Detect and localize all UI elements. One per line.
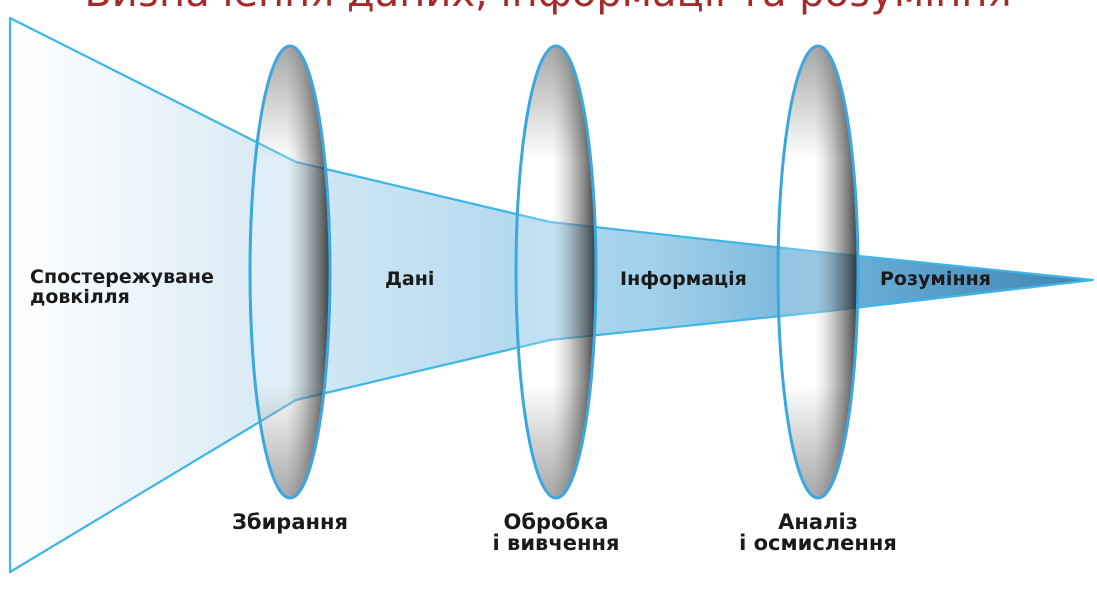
lens-analysis xyxy=(776,44,860,500)
stage-processing-line-1: Обробка xyxy=(503,510,609,534)
stage-label-analysis: Аналіз і осмислення xyxy=(718,512,918,554)
lens-processing xyxy=(514,44,598,500)
zone-label-data: Дані xyxy=(385,268,435,290)
stage-collecting-line-1: Збирання xyxy=(231,510,348,534)
stage-processing-line-2: і вивчення xyxy=(492,531,620,555)
zone-label-information: Інформація xyxy=(620,268,747,290)
zone-label-environment: Спостережуване довкілля xyxy=(30,266,214,308)
zone-data-line-1: Дані xyxy=(385,268,435,290)
stage-analysis-line-2: і осмислення xyxy=(739,531,897,555)
stage-analysis-line-1: Аналіз xyxy=(778,510,858,534)
stage-label-processing: Обробка і вивчення xyxy=(456,512,656,554)
lens-collecting xyxy=(248,44,332,500)
zone-environment-line-2: довкілля xyxy=(30,285,130,308)
zone-label-understanding: Розуміння xyxy=(880,268,991,290)
zone-understanding-line-1: Розуміння xyxy=(880,268,991,290)
title-fragment: Визначення даних, інформації та розумінн… xyxy=(84,0,1011,16)
zone-information-line-1: Інформація xyxy=(620,268,747,290)
zone-environment-line-1: Спостережуване xyxy=(30,266,214,288)
stage-label-collecting: Збирання xyxy=(190,512,390,533)
